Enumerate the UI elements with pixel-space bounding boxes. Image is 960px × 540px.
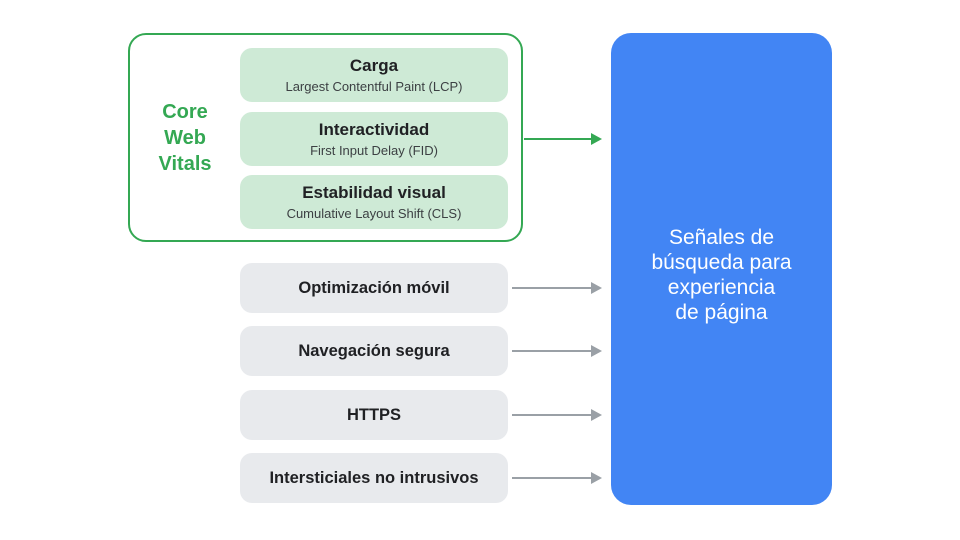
cwv-item-carga: Carga Largest Contentful Paint (LCP) — [240, 48, 508, 102]
cwv-item-subtitle: Cumulative Layout Shift (CLS) — [286, 205, 462, 221]
cwv-item-subtitle: Largest Contentful Paint (LCP) — [285, 78, 463, 94]
signal-arrow-right-icon — [512, 287, 592, 289]
signal-arrow-right-icon — [512, 477, 592, 479]
signal-intersticiales: Intersticiales no intrusivos — [240, 453, 508, 503]
signal-optimizacion-movil: Optimización móvil — [240, 263, 508, 313]
signal-label: Optimización móvil — [298, 278, 450, 297]
signal-label: Intersticiales no intrusivos — [269, 468, 479, 487]
cwv-item-estabilidad-visual: Estabilidad visual Cumulative Layout Shi… — [240, 175, 508, 229]
core-web-vitals-label: Core Web Vitals — [130, 35, 240, 240]
cwv-item-subtitle: First Input Delay (FID) — [310, 142, 438, 158]
cwv-item-title: Estabilidad visual — [302, 182, 446, 202]
signal-label: HTTPS — [346, 405, 402, 424]
page-experience-signals-text-line: Señales de — [668, 226, 775, 249]
signal-arrow-right-icon — [512, 350, 592, 352]
page-experience-signals-text-line: experiencia — [667, 276, 776, 299]
page-experience-signals-text-line: de página — [675, 301, 768, 324]
signal-label: Navegación segura — [298, 341, 450, 360]
core-web-vitals-label-line: Core — [162, 100, 208, 123]
cwv-item-title: Interactividad — [318, 119, 430, 139]
signal-https: HTTPS — [240, 390, 508, 440]
cwv-arrow-right-icon — [524, 138, 592, 140]
page-experience-signals-box: Señales de búsqueda para experiencia de … — [611, 33, 832, 505]
signal-navegacion-segura: Navegación segura — [240, 326, 508, 376]
core-web-vitals-label-line: Vitals — [158, 152, 212, 175]
cwv-item-title: Carga — [349, 55, 399, 75]
core-web-vitals-group: Core Web Vitals Carga Largest Contentful… — [128, 33, 523, 242]
cwv-item-interactividad: Interactividad First Input Delay (FID) — [240, 112, 508, 166]
page-experience-signals-text-line: búsqueda para — [651, 251, 792, 274]
core-web-vitals-label-line: Web — [164, 126, 206, 149]
signal-arrow-right-icon — [512, 414, 592, 416]
